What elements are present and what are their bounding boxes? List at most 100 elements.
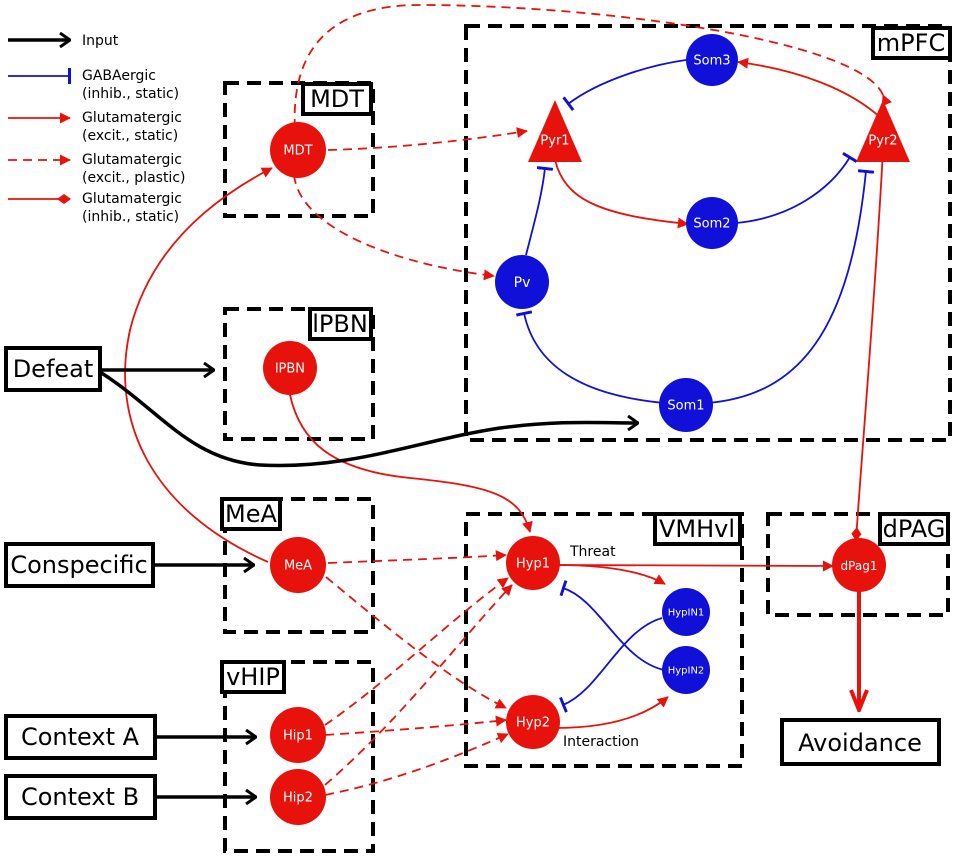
vhip-region-label-box <box>220 660 286 694</box>
pyr2-node-label: Pyr2 <box>868 134 897 149</box>
pv-node-label: Pv <box>514 275 531 291</box>
mdt-node-label: MDT <box>283 144 312 159</box>
legend-glu-static-sublabel: (excit., static) <box>82 128 178 144</box>
mpfc-region-label: mPFC <box>877 29 945 57</box>
threat-annotation: Threat <box>569 544 616 560</box>
mea-region-label-box <box>220 497 282 531</box>
som2-pyr2-connection <box>735 151 858 224</box>
hyp2-hypin2-connection <box>555 696 669 729</box>
vhip-region <box>223 660 375 853</box>
dpag1-node-label: dPag1 <box>841 559 878 573</box>
hypin2-node[interactable] <box>662 646 710 694</box>
lpbn-hyp1-connection <box>289 394 533 533</box>
hip2-hyp1-connection <box>324 584 513 786</box>
context-b-input-box[interactable] <box>4 774 157 820</box>
lpbn-region-label-box <box>308 307 373 341</box>
mea-node[interactable] <box>270 537 326 593</box>
hypin2-node-label: HypIN2 <box>668 666 705 677</box>
mea-mdt-connection <box>124 167 273 563</box>
legend-glu-inhib-label: Glutamatergic <box>82 191 182 207</box>
legend-glu-inhib-sublabel: (inhib., static) <box>82 209 179 225</box>
mpfc-region-label-box <box>871 26 952 60</box>
pyr2-som3-connection <box>737 57 882 119</box>
hip2-hyp2-connection <box>324 733 509 796</box>
mea-hyp2-connection <box>325 576 507 709</box>
lpbn-region-label: lPBN <box>312 310 368 338</box>
pyr2-mdt-connection <box>293 4 892 131</box>
mpfc-region <box>464 24 952 442</box>
interaction-annotation: Interaction <box>563 734 639 750</box>
hip1-node[interactable] <box>270 707 326 763</box>
hypin1-node[interactable] <box>662 588 710 636</box>
mdt-region-label-box <box>301 82 373 116</box>
vmhvl-region-label-box <box>653 512 742 546</box>
pyr1-node[interactable] <box>528 100 582 162</box>
hyp2-node-label: Hyp2 <box>516 716 550 731</box>
hip1-node-label: Hip1 <box>283 729 313 744</box>
vmhvl-region-label: VMHvl <box>659 515 735 543</box>
hypin1-hyp2-connection <box>559 617 663 713</box>
dpag1-node[interactable] <box>832 538 886 592</box>
conspecific-input-label: Conspecific <box>10 551 147 579</box>
context-a-input-box[interactable] <box>4 714 157 760</box>
defeat-input-box[interactable] <box>4 346 102 392</box>
dpag-region-label: dPAG <box>883 515 946 543</box>
pv-pyr1-connection <box>525 166 554 256</box>
som3-node-label: Som3 <box>693 54 730 69</box>
hip2-node[interactable] <box>270 769 326 825</box>
hyp1-dpag1-connection <box>555 560 834 572</box>
hyp1-node-label: Hyp1 <box>516 557 550 572</box>
hypin2-hyp1-connection <box>559 580 665 671</box>
hip1-hyp1-connection <box>324 577 509 726</box>
pyr1-som2-connection <box>554 159 689 229</box>
defeat-som1-input <box>99 370 638 468</box>
lpbn-node-label: lPBN <box>275 362 305 377</box>
mdt-pyr1-connection <box>327 127 528 151</box>
pv-node[interactable] <box>495 255 549 309</box>
som3-node[interactable] <box>686 34 738 86</box>
som3-pyr1-connection <box>562 59 687 112</box>
som2-node[interactable] <box>686 197 738 249</box>
nodes: MDT lPBN MeA Hip1 Hip2 Som3 Pyr1 Pyr2 So… <box>263 34 910 825</box>
vmhvl-region <box>464 512 744 768</box>
som1-node-label: Som1 <box>667 399 704 414</box>
pyr2-dpag1-connection <box>851 149 884 541</box>
legend-input-label: Input <box>82 33 119 49</box>
defeat-input-label: Defeat <box>13 355 94 383</box>
mdt-pv-connection <box>293 174 495 281</box>
avoidance-output-label: Avoidance <box>798 729 922 757</box>
mdt-node[interactable] <box>270 122 326 178</box>
som1-pv-connection <box>515 310 665 404</box>
legend-glu-plastic-sublabel: (excit., plastic) <box>82 170 185 186</box>
som1-node[interactable] <box>659 378 713 432</box>
hyp2-node[interactable] <box>506 695 560 749</box>
conspecific-input-box[interactable] <box>4 542 155 588</box>
context-b-input-label: Context B <box>21 783 139 811</box>
hyp1-node[interactable] <box>506 536 560 590</box>
vhip-region-label: vHIP <box>226 663 280 691</box>
dpag-region-label-box <box>878 512 950 546</box>
mea-hyp1-connection <box>327 550 507 564</box>
som2-node-label: Som2 <box>693 217 730 232</box>
connections <box>99 4 892 797</box>
som1-pyr2-connection <box>707 169 875 404</box>
mdt-region-label: MDT <box>310 85 364 113</box>
legend: Input GABAergic (inhib., static) Glutama… <box>8 33 185 225</box>
legend-glu-static-label: Glutamatergic <box>82 110 182 126</box>
lpbn-node[interactable] <box>263 341 317 395</box>
lpbn-region <box>223 307 375 441</box>
pyr2-node[interactable] <box>856 100 910 162</box>
context-a-input-label: Context A <box>21 723 140 751</box>
legend-gaba-sublabel: (inhib., static) <box>82 86 179 102</box>
hip2-node-label: Hip2 <box>283 791 313 806</box>
mea-region-label: MeA <box>225 500 277 528</box>
hyp1-hypin1-connection <box>555 564 666 585</box>
hip1-hyp2-connection <box>324 715 507 736</box>
legend-gaba-label: GABAergic <box>82 68 156 84</box>
hypin1-node-label: HypIN1 <box>668 608 705 619</box>
legend-glu-plastic-label: Glutamatergic <box>82 152 182 168</box>
avoidance-output-box[interactable] <box>780 718 941 766</box>
mea-node-label: MeA <box>284 559 312 574</box>
pyr1-node-label: Pyr1 <box>540 134 569 149</box>
